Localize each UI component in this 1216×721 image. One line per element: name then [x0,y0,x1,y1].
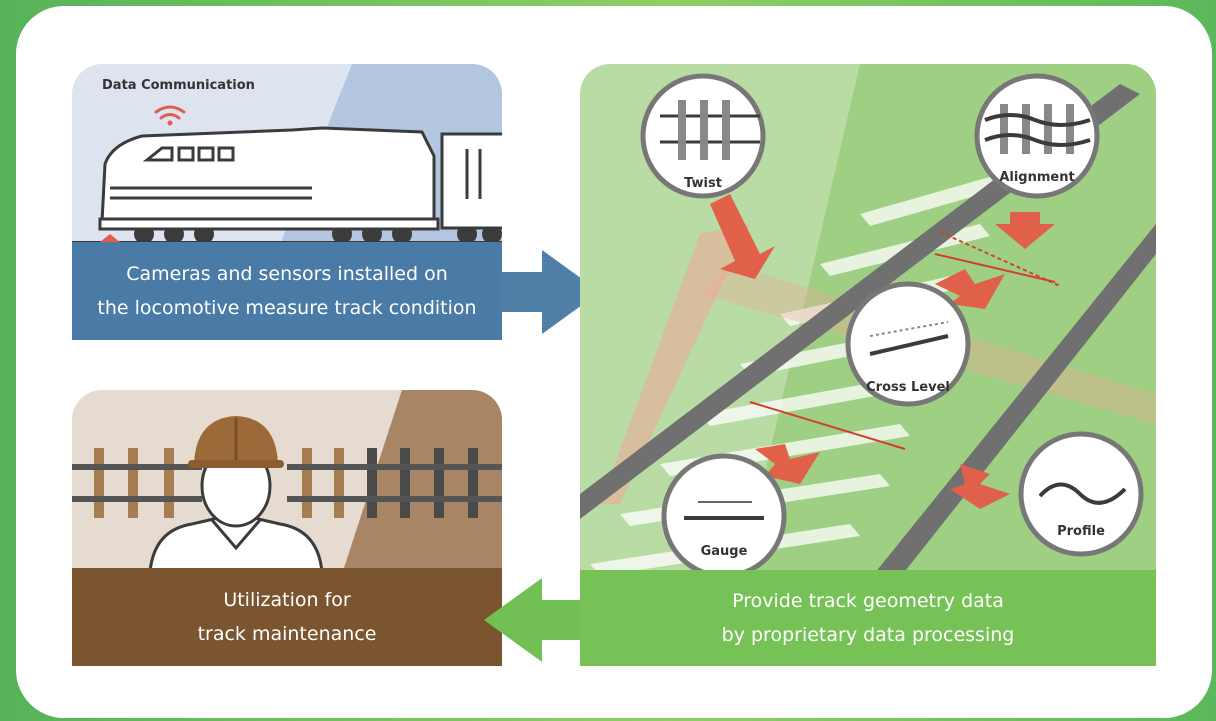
gauge-label: Gauge [700,544,748,559]
left-arrow-icon [484,578,584,662]
maintenance-caption: Utilization for track maintenance [72,568,502,666]
cross-level-label: Cross Level [866,380,950,395]
data-communication-label: Data Communication [102,78,255,93]
wifi-icon [154,105,186,126]
worker-icon [148,416,324,574]
maintenance-caption-line1: Utilization for [223,589,351,611]
locomotive-icon [100,126,436,224]
maintenance-caption-line2: track maintenance [197,623,377,645]
alignment-label: Alignment [999,170,1075,185]
track-caption-line2: by proprietary data processing [721,624,1015,646]
track-caption: Provide track geometry data by proprieta… [580,570,1156,666]
right-arrow-icon [500,250,600,334]
locomotive-caption: Cameras and sensors installed on the loc… [72,242,502,340]
maintenance-panel: Utilization for track maintenance [72,390,502,666]
locomotive-caption-line1: Cameras and sensors installed on [126,263,448,285]
twist-label: Twist [684,176,722,191]
locomotive-caption-line2: the locomotive measure track condition [97,297,477,319]
track-geometry-panel: Twist Alignment Cross Level Gauge Profil… [580,64,1156,666]
track-caption-line1: Provide track geometry data [732,590,1004,612]
track-illustration [580,64,1156,666]
locomotive-panel: Data Communication Cameras and sensors i… [72,64,502,340]
profile-label: Profile [1057,524,1105,539]
